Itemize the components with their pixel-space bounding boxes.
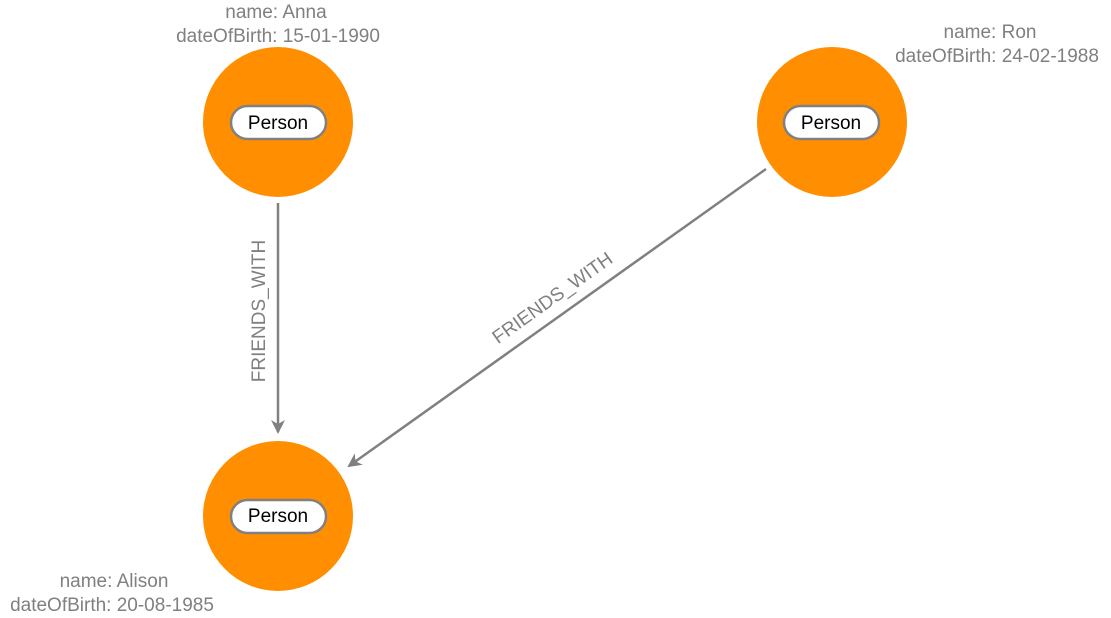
node-ron[interactable]: Person name: Ron dateOfBirth: 24-02-1988 <box>757 22 1099 197</box>
node-property-dob: dateOfBirth: 15-01-1990 <box>176 26 380 47</box>
node-anna[interactable]: Person name: Anna dateOfBirth: 15-01-199… <box>176 2 380 197</box>
node-property-name: name: Ron <box>944 22 1037 43</box>
edge-line[interactable] <box>347 167 767 468</box>
edge-anna-to-alison[interactable]: FRIENDS_WITH <box>249 203 285 434</box>
node-property-dob: dateOfBirth: 24-02-1988 <box>895 46 1099 67</box>
node-label-pill <box>229 498 328 535</box>
edge-label: FRIENDS_WITH <box>489 249 617 349</box>
node-alison[interactable]: Person name: Alison dateOfBirth: 20-08-1… <box>10 441 353 616</box>
node-label-pill <box>229 104 328 141</box>
node-property-name: name: Anna <box>225 2 327 23</box>
node-label: Person <box>801 113 861 134</box>
node-label: Person <box>248 113 308 134</box>
node-property-dob: dateOfBirth: 20-08-1985 <box>10 595 214 616</box>
edge-ron-to-alison[interactable]: FRIENDS_WITH <box>347 167 767 468</box>
node-property-name: name: Alison <box>60 571 169 592</box>
node-label-pill <box>782 104 881 141</box>
edge-label: FRIENDS_WITH <box>249 240 270 383</box>
node-label: Person <box>248 506 308 527</box>
